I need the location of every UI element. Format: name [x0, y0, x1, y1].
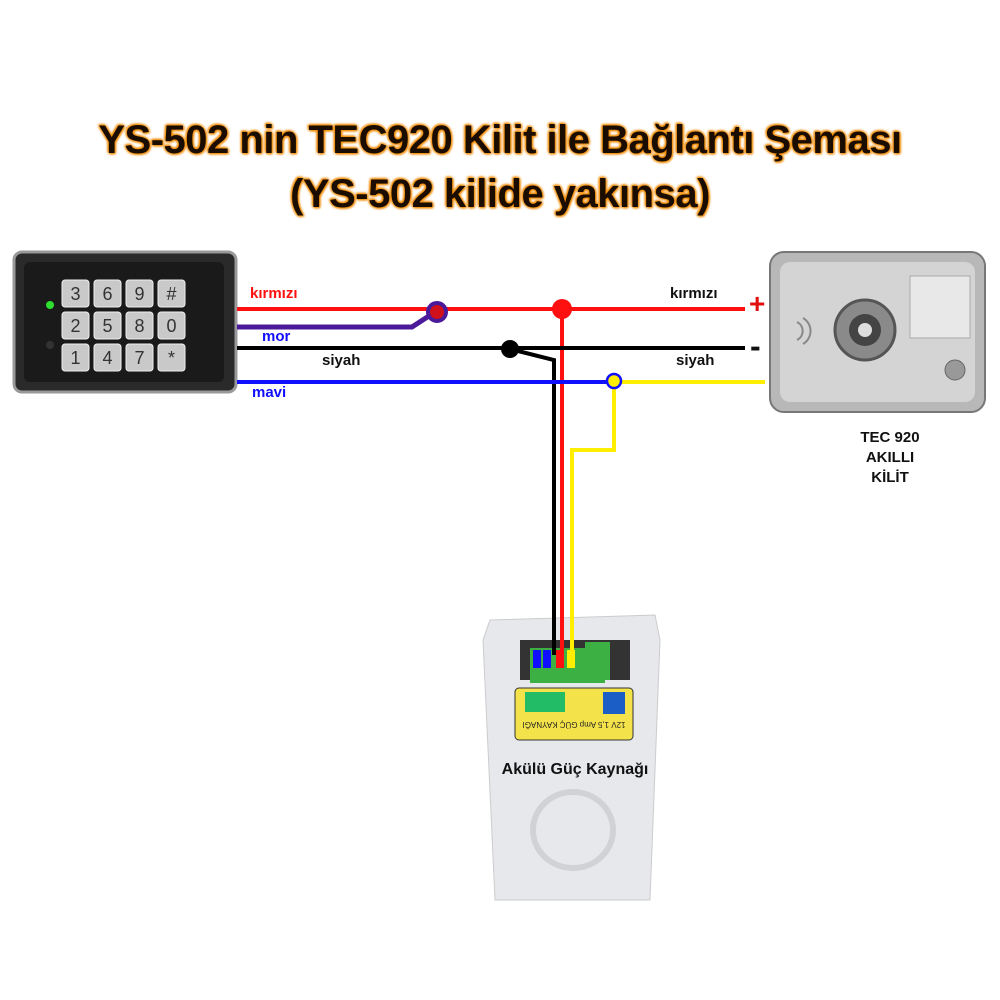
keypad-key-label: 5 — [102, 316, 112, 336]
plus-sign: + — [749, 288, 766, 319]
keypad-key-label: 4 — [102, 348, 112, 368]
keypad-key — [125, 311, 154, 340]
keypad-key-label: 6 — [102, 284, 112, 304]
keypad-key — [61, 279, 90, 308]
keypad-key-label: 1 — [70, 348, 80, 368]
junction-purple-red — [426, 301, 448, 323]
label-left-blue: mavi — [252, 384, 287, 401]
label-right-black: siyah — [676, 352, 715, 369]
keypad-key — [61, 311, 90, 340]
title-line-2: (YS-502 kilide yakınsa) — [290, 172, 710, 216]
junction-red — [552, 299, 572, 319]
keypad-key-label: 3 — [70, 284, 80, 304]
keypad-key-label: 2 — [70, 316, 80, 336]
label-left-purple: mor — [262, 328, 291, 345]
label-left-red: kırmızı — [250, 285, 298, 302]
wire-yellow-down — [570, 382, 616, 660]
junction-black — [501, 340, 519, 358]
wire-purple — [237, 311, 434, 330]
lock-caption-model: TEC 920 — [860, 429, 920, 446]
keypad-key-label: 7 — [134, 348, 144, 368]
keypad-key — [61, 343, 90, 372]
lock-device — [769, 251, 986, 413]
keypad-key-label: # — [166, 284, 176, 304]
keypad-key-label: * — [168, 348, 175, 368]
title-line-1: YS-502 nin TEC920 Kilit ile Bağlantı Şem… — [98, 118, 902, 162]
minus-sign: - — [750, 328, 761, 364]
junction-blue-yellow — [605, 372, 623, 390]
label-right-red: kırmızı — [670, 285, 718, 302]
lock-caption-type: AKILLI — [865, 449, 915, 466]
keypad-key — [125, 343, 154, 372]
wire-black-down — [509, 347, 556, 655]
label-left-black: siyah — [322, 352, 361, 369]
sticker-text: 12V 1,5 Amp GÜÇ KAYNAĞI — [522, 720, 625, 729]
power-supply-device: 12V 1,5 Amp GÜÇ KAYNAĞI — [482, 614, 661, 901]
keypad-key — [157, 311, 186, 340]
keypad-key-label: 0 — [166, 316, 176, 336]
keypad-key — [93, 279, 122, 308]
keypad-key — [125, 279, 154, 308]
power-supply-caption: Akülü Güç Kaynağı — [501, 761, 649, 778]
keypad-key — [157, 279, 186, 308]
keypad-key-label: 9 — [134, 284, 144, 304]
keypad-device: 3 6 9 #2 5 8 0 1 4 7 * — [12, 250, 238, 394]
keypad-key — [93, 311, 122, 340]
keypad-key-label: 8 — [134, 316, 144, 336]
led-green — [46, 301, 54, 309]
keypad-key — [157, 343, 186, 372]
lock-caption-kind: KİLİT — [871, 469, 909, 486]
lock-caption: TEC 920 AKILLI KİLİT — [830, 428, 950, 488]
keypad-key — [93, 343, 122, 372]
wires — [237, 299, 765, 660]
